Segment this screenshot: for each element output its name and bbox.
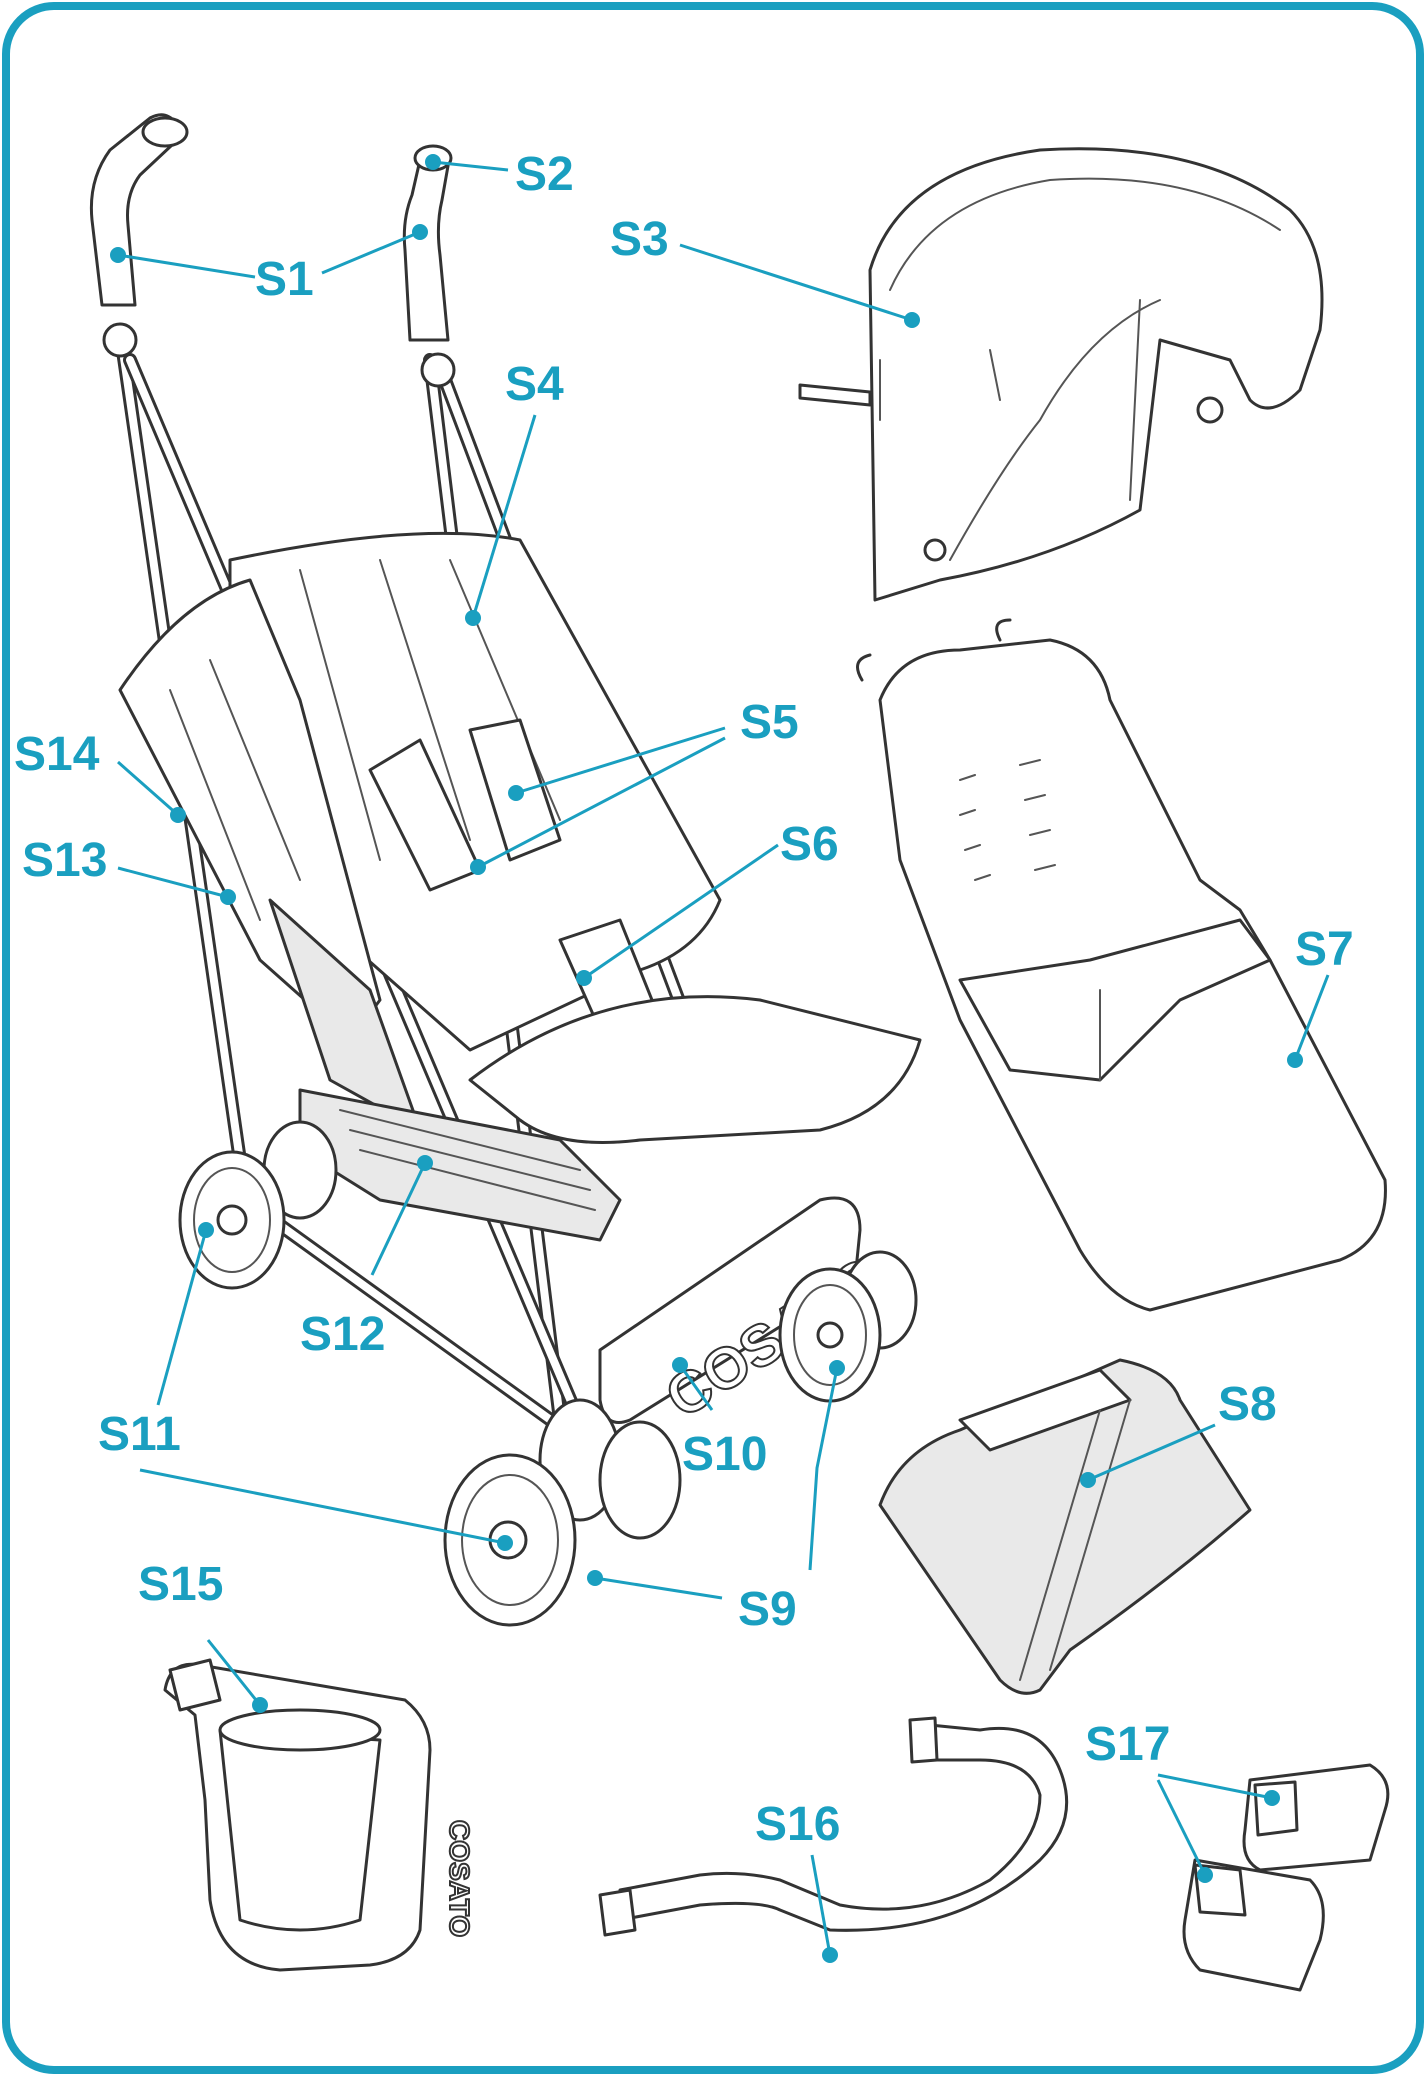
canopy-illustration	[798, 147, 1324, 602]
rear-wheel-left	[178, 1120, 338, 1290]
label-s1: S1	[255, 253, 314, 306]
cup-holder-illustration: COSATO	[163, 1658, 476, 1972]
bumper-bar-illustration	[598, 1716, 1069, 1937]
label-s10: S10	[682, 1428, 767, 1481]
rain-cover-bag-illustration	[878, 1358, 1252, 1695]
label-s4: S4	[505, 358, 564, 411]
label-s16: S16	[755, 1798, 840, 1851]
label-s11: S11	[98, 1408, 181, 1461]
cup-holder-brand-text: COSATO	[444, 1820, 475, 1937]
label-s2: S2	[515, 148, 574, 201]
adapters-illustration	[1182, 1763, 1390, 1992]
part-labels: S1 S2 S3 S4 S5 S6 S7 S8 S9 S10 S11 S12 S…	[14, 148, 1354, 1851]
label-s6: S6	[780, 818, 839, 871]
label-s3: S3	[610, 213, 669, 266]
leader-lines	[110, 154, 1330, 1963]
front-wheel-right	[598, 1420, 682, 1540]
label-s9: S9	[738, 1583, 797, 1636]
label-s8: S8	[1218, 1378, 1277, 1431]
label-s5: S5	[740, 696, 799, 749]
label-s17: S17	[1085, 1718, 1170, 1771]
label-s12: S12	[300, 1308, 385, 1361]
label-s14: S14	[14, 728, 100, 781]
seat-liner-illustration	[856, 349, 1387, 1312]
label-s13: S13	[22, 834, 107, 887]
label-s7: S7	[1295, 923, 1354, 976]
rear-wheel-right	[778, 1250, 918, 1403]
label-s15: S15	[138, 1558, 223, 1611]
